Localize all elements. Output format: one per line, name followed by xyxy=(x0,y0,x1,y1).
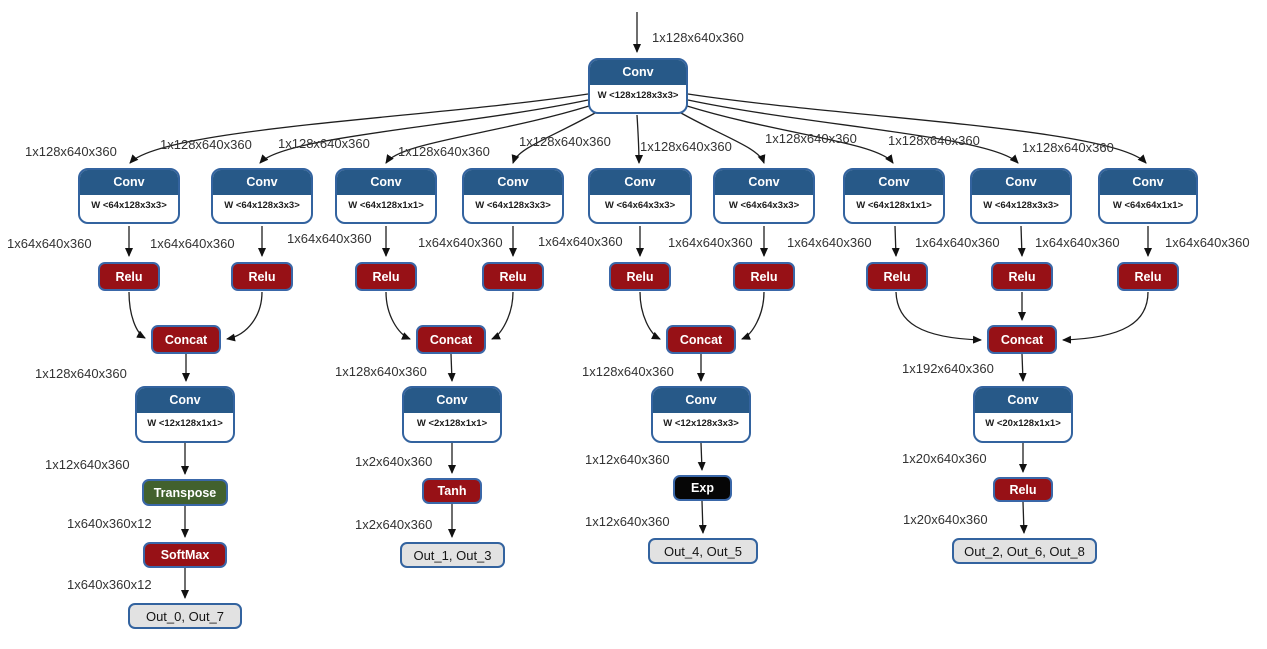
shape-label: 1x128x640x360 xyxy=(582,364,674,379)
shape-label: 1x128x640x360 xyxy=(278,136,370,151)
shape-label: 1x64x640x360 xyxy=(787,235,872,250)
conv-weights-label: W <64x128x3x3> xyxy=(224,200,300,211)
conv-head-node[interactable]: Conv W <12x128x3x3> xyxy=(651,386,751,443)
shape-label-input: 1x128x640x360 xyxy=(652,30,744,45)
relu-node[interactable]: Relu xyxy=(866,262,928,291)
relu-node[interactable]: Relu xyxy=(1117,262,1179,291)
shape-label: 1x128x640x360 xyxy=(160,137,252,152)
shape-label: 1x640x360x12 xyxy=(67,516,152,531)
conv-branch-node[interactable]: Conv W <64x64x3x3> xyxy=(713,168,815,224)
conv-weights-label: W <20x128x1x1> xyxy=(985,418,1061,429)
concat-node[interactable]: Concat xyxy=(987,325,1057,354)
shape-label: 1x128x640x360 xyxy=(398,144,490,159)
relu-node[interactable]: Relu xyxy=(231,262,293,291)
output-node[interactable]: Out_2, Out_6, Out_8 xyxy=(952,538,1097,564)
conv-op-label: Conv xyxy=(715,170,813,195)
concat-node[interactable]: Concat xyxy=(666,325,736,354)
shape-label: 1x192x640x360 xyxy=(902,361,994,376)
shape-label: 1x128x640x360 xyxy=(640,139,732,154)
softmax-node[interactable]: SoftMax xyxy=(143,542,227,568)
shape-label: 1x640x360x12 xyxy=(67,577,152,592)
shape-label: 1x128x640x360 xyxy=(35,366,127,381)
conv-op-label: Conv xyxy=(1100,170,1196,195)
conv-branch-node[interactable]: Conv W <64x128x1x1> xyxy=(843,168,945,224)
shape-label: 1x128x640x360 xyxy=(335,364,427,379)
shape-label: 1x12x640x360 xyxy=(585,514,670,529)
shape-label: 1x128x640x360 xyxy=(765,131,857,146)
conv-weights-label: W <64x64x3x3> xyxy=(728,200,800,211)
conv-branch-node[interactable]: Conv W <64x128x1x1> xyxy=(335,168,437,224)
shape-label: 1x64x640x360 xyxy=(668,235,753,250)
shape-label: 1x128x640x360 xyxy=(1022,140,1114,155)
output-node[interactable]: Out_0, Out_7 xyxy=(128,603,242,629)
exp-node[interactable]: Exp xyxy=(673,475,732,501)
conv-weights-label: W <64x128x3x3> xyxy=(91,200,167,211)
shape-label: 1x2x640x360 xyxy=(355,454,433,469)
conv-branch-node[interactable]: Conv W <64x128x3x3> xyxy=(970,168,1072,224)
shape-label: 1x64x640x360 xyxy=(915,235,1000,250)
conv-op-label: Conv xyxy=(845,170,943,195)
shape-label: 1x64x640x360 xyxy=(1165,235,1250,250)
conv-op-label: Conv xyxy=(404,388,500,413)
conv-weights-label: W <2x128x1x1> xyxy=(416,418,488,429)
conv-weights-label: W <64x128x3x3> xyxy=(475,200,551,211)
conv-head-node[interactable]: Conv W <12x128x1x1> xyxy=(135,386,235,443)
conv-weights-label: W <64x128x3x3> xyxy=(983,200,1059,211)
shape-label: 1x64x640x360 xyxy=(418,235,503,250)
shape-label: 1x12x640x360 xyxy=(45,457,130,472)
shape-label: 1x64x640x360 xyxy=(150,236,235,251)
shape-label: 1x20x640x360 xyxy=(903,512,988,527)
shape-label: 1x128x640x360 xyxy=(519,134,611,149)
conv-op-label: Conv xyxy=(137,388,233,413)
conv-branch-node[interactable]: Conv W <64x128x3x3> xyxy=(78,168,180,224)
shape-label: 1x128x640x360 xyxy=(888,133,980,148)
conv-branch-node[interactable]: Conv W <64x64x1x1> xyxy=(1098,168,1198,224)
shape-label: 1x64x640x360 xyxy=(287,231,372,246)
concat-node[interactable]: Concat xyxy=(151,325,221,354)
shape-label: 1x12x640x360 xyxy=(585,452,670,467)
conv-op-label: Conv xyxy=(590,170,690,195)
conv-weights-label: W <64x128x1x1> xyxy=(856,200,932,211)
conv-weights-label: W <12x128x1x1> xyxy=(147,418,223,429)
shape-label: 1x20x640x360 xyxy=(902,451,987,466)
relu-node[interactable]: Relu xyxy=(991,262,1053,291)
conv-op-label: Conv xyxy=(975,388,1071,413)
conv-root-node[interactable]: Conv W <128x128x3x3> xyxy=(588,58,688,114)
conv-weights-label: W <64x128x1x1> xyxy=(348,200,424,211)
conv-op-label: Conv xyxy=(337,170,435,195)
concat-node[interactable]: Concat xyxy=(416,325,486,354)
conv-op-label: Conv xyxy=(80,170,178,195)
relu-node[interactable]: Relu xyxy=(733,262,795,291)
conv-weights-label: W <128x128x3x3> xyxy=(597,90,679,101)
tanh-node[interactable]: Tanh xyxy=(422,478,482,504)
transpose-node[interactable]: Transpose xyxy=(142,479,228,506)
conv-branch-node[interactable]: Conv W <64x128x3x3> xyxy=(211,168,313,224)
relu-head-node[interactable]: Relu xyxy=(993,477,1053,502)
relu-node[interactable]: Relu xyxy=(98,262,160,291)
conv-branch-node[interactable]: Conv W <64x128x3x3> xyxy=(462,168,564,224)
shape-label: 1x64x640x360 xyxy=(7,236,92,251)
conv-weights-label: W <12x128x3x3> xyxy=(663,418,739,429)
relu-node[interactable]: Relu xyxy=(609,262,671,291)
conv-op-label: Conv xyxy=(213,170,311,195)
relu-node[interactable]: Relu xyxy=(482,262,544,291)
shape-label: 1x64x640x360 xyxy=(1035,235,1120,250)
shape-label: 1x64x640x360 xyxy=(538,234,623,249)
conv-op-label: Conv xyxy=(972,170,1070,195)
shape-label: 1x2x640x360 xyxy=(355,517,433,532)
relu-node[interactable]: Relu xyxy=(355,262,417,291)
output-node[interactable]: Out_4, Out_5 xyxy=(648,538,758,564)
conv-op-label: Conv xyxy=(653,388,749,413)
conv-weights-label: W <64x64x1x1> xyxy=(1112,200,1184,211)
conv-branch-node[interactable]: Conv W <64x64x3x3> xyxy=(588,168,692,224)
conv-head-node[interactable]: Conv W <20x128x1x1> xyxy=(973,386,1073,443)
output-node[interactable]: Out_1, Out_3 xyxy=(400,542,505,568)
conv-op-label: Conv xyxy=(464,170,562,195)
shape-label: 1x128x640x360 xyxy=(25,144,117,159)
conv-weights-label: W <64x64x3x3> xyxy=(604,200,676,211)
conv-head-node[interactable]: Conv W <2x128x1x1> xyxy=(402,386,502,443)
conv-op-label: Conv xyxy=(590,60,686,85)
